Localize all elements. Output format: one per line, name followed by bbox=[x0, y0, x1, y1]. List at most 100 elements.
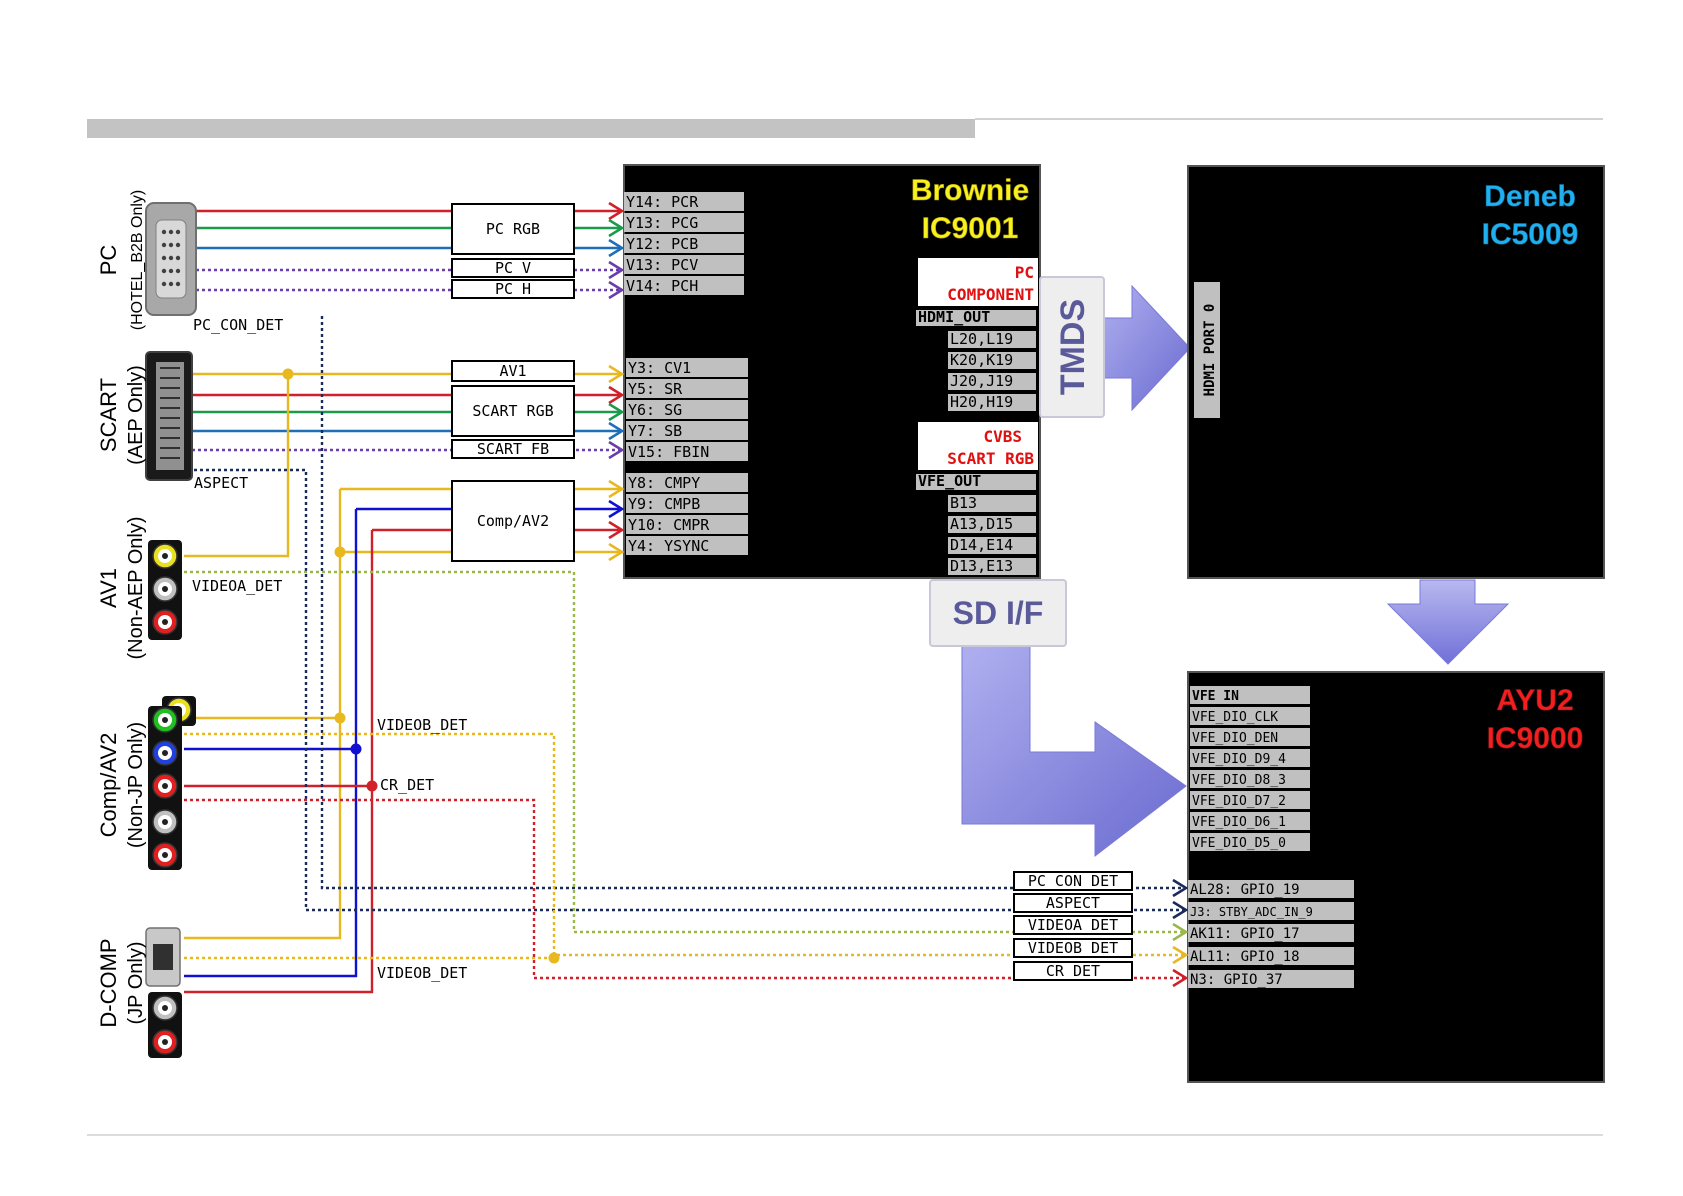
deneb-to-ayu2-arrow bbox=[1386, 579, 1510, 665]
brownie-pin-scart-bg bbox=[626, 442, 748, 461]
comp-y-dot bbox=[334, 712, 346, 724]
vfe-out-pin: D13,E13 bbox=[950, 557, 1013, 575]
hdmi-out-pin: H20,H19 bbox=[950, 393, 1013, 411]
ayu2-gpio-pin-bg bbox=[1188, 902, 1354, 920]
aspect-wire bbox=[182, 468, 1186, 912]
dterminal-face bbox=[153, 944, 173, 970]
ayu2-vfe-pin: VFE_DIO_D9_4 bbox=[1192, 752, 1286, 767]
vga-pin bbox=[175, 255, 181, 261]
tmds-arrow bbox=[1099, 284, 1191, 412]
brownie-pin-pc-bg bbox=[624, 213, 744, 232]
vga-pin bbox=[161, 281, 167, 287]
pc-rgb-arrow bbox=[608, 218, 625, 238]
pc-sync-arrow bbox=[608, 260, 625, 280]
ysync-dot bbox=[334, 546, 346, 558]
vfe-out-pin: B13 bbox=[950, 494, 977, 512]
brownie-pin-pc: Y13: PCG bbox=[626, 214, 698, 232]
cr-det-arrow bbox=[1172, 968, 1189, 988]
pc-rgb-box bbox=[451, 203, 575, 255]
ayu2-gpio-pin-bg bbox=[1188, 880, 1354, 898]
scart-b-arrow bbox=[608, 421, 625, 441]
comp-y-trunk bbox=[184, 489, 342, 940]
comp-pb-trunk bbox=[184, 509, 358, 978]
out1-line2: COMPONENT bbox=[947, 285, 1034, 304]
videob-det-arrow bbox=[1172, 945, 1189, 965]
tmds-label-box bbox=[1039, 276, 1105, 418]
scart-rgb-box bbox=[451, 385, 575, 437]
comp-pr-dot bbox=[366, 780, 378, 792]
ayu2-gpio-pin: AL11: GPIO_18 bbox=[1190, 949, 1300, 965]
vfe-out-pin: D14,E14 bbox=[950, 536, 1013, 554]
rca-blue-icon-pin bbox=[162, 750, 168, 756]
vga-pin bbox=[168, 242, 174, 248]
comp-pb-dot bbox=[350, 743, 362, 755]
scart-fb-arrow bbox=[608, 440, 625, 460]
vga-pin bbox=[168, 268, 174, 274]
scart-fb-box bbox=[451, 439, 575, 459]
rca-white-icon-pin bbox=[162, 586, 168, 592]
pc-title: PC bbox=[96, 245, 121, 276]
vga-pin bbox=[161, 255, 167, 261]
brownie-ic: IC9001 bbox=[922, 212, 1019, 245]
vga-pin bbox=[161, 268, 167, 274]
av1-subtitle: (Non-AEP Only) bbox=[125, 516, 147, 659]
videob-join-dot bbox=[548, 952, 560, 964]
ayu2-gpio-pin: AK11: GPIO_17 bbox=[1190, 926, 1300, 942]
brownie-pin-scart-bg bbox=[626, 400, 748, 419]
cr-det-label: CR_DET bbox=[380, 776, 434, 794]
det-box bbox=[1013, 938, 1133, 958]
av1-join-dot bbox=[282, 368, 294, 380]
ayu2-vfe-pin-bg bbox=[1190, 770, 1310, 788]
det-label: VIDEOA_DET bbox=[1028, 916, 1118, 934]
deneb-name: Deneb bbox=[1484, 180, 1576, 213]
ayu2-vfe-pin: VFE IN bbox=[1192, 689, 1239, 704]
av1-label: AV1 bbox=[499, 362, 526, 380]
comp-pr-trunk bbox=[184, 530, 374, 994]
ysync-arrow bbox=[608, 542, 625, 562]
ayu2-name: AYU2 bbox=[1496, 684, 1573, 717]
scart-fb-label: SCART FB bbox=[477, 440, 549, 458]
brownie-pin-pc: V13: PCV bbox=[626, 256, 698, 274]
out2-line2: SCART RGB bbox=[947, 449, 1034, 468]
vfe-out-pin-bg bbox=[948, 558, 1036, 575]
av1-box bbox=[451, 360, 575, 382]
deneb-chip bbox=[1187, 165, 1605, 579]
comp-pr-arrow bbox=[608, 520, 625, 540]
av1-title: AV1 bbox=[96, 568, 121, 608]
pc-v-box bbox=[451, 258, 575, 278]
header-bar bbox=[87, 119, 975, 138]
brownie-pin-scart: Y3: CV1 bbox=[628, 359, 691, 377]
av1-cv-wire bbox=[184, 374, 290, 558]
comp-title: Comp/AV2 bbox=[96, 733, 121, 838]
videoa-det-arrow bbox=[1172, 922, 1189, 942]
det-box bbox=[1013, 961, 1133, 981]
sd-if-label: SD I/F bbox=[953, 595, 1044, 631]
brownie-pin-scart-bg bbox=[626, 379, 748, 398]
dcomp-title: D-COMP bbox=[96, 938, 121, 1027]
ayu2-vfe-pin-bg bbox=[1190, 686, 1310, 704]
brownie-pin-comp: Y9: CMPB bbox=[628, 495, 700, 513]
det-label: PC_CON_DET bbox=[1028, 872, 1118, 890]
vfe-out-title-bg bbox=[916, 474, 1036, 490]
ayu2-vfe-pin-bg bbox=[1190, 728, 1310, 746]
hdmi-out-title-bg bbox=[916, 310, 1036, 326]
ayu2-vfe-pin: VFE_DIO_D6_1 bbox=[1192, 815, 1286, 830]
ayu2-gpio-pin: N3: GPIO_37 bbox=[1190, 972, 1283, 988]
brownie-pin-scart-bg bbox=[626, 421, 748, 440]
brownie-pin-comp-bg bbox=[626, 494, 748, 513]
vga-pin bbox=[175, 281, 181, 287]
vga-pin bbox=[168, 229, 174, 235]
ayu2-vfe-pin: VFE_DIO_CLK bbox=[1192, 710, 1278, 725]
brownie-pin-comp: Y4: YSYNC bbox=[628, 537, 709, 555]
vfe-out-pin-bg bbox=[948, 495, 1036, 512]
out2-line1: CVBS bbox=[983, 427, 1022, 446]
brownie-pin-scart: Y5: SR bbox=[628, 380, 683, 398]
vfe-out-pin: A13,D15 bbox=[950, 515, 1013, 533]
deneb-ic: IC5009 bbox=[1482, 218, 1579, 251]
hdmi-out-pin-bg bbox=[948, 352, 1036, 369]
scart-connector-face bbox=[156, 362, 184, 470]
ayu2-vfe-pin: VFE_DIO_D8_3 bbox=[1192, 773, 1286, 788]
scart-r-arrow bbox=[608, 385, 625, 405]
pc-con-det-wire bbox=[320, 316, 1186, 890]
